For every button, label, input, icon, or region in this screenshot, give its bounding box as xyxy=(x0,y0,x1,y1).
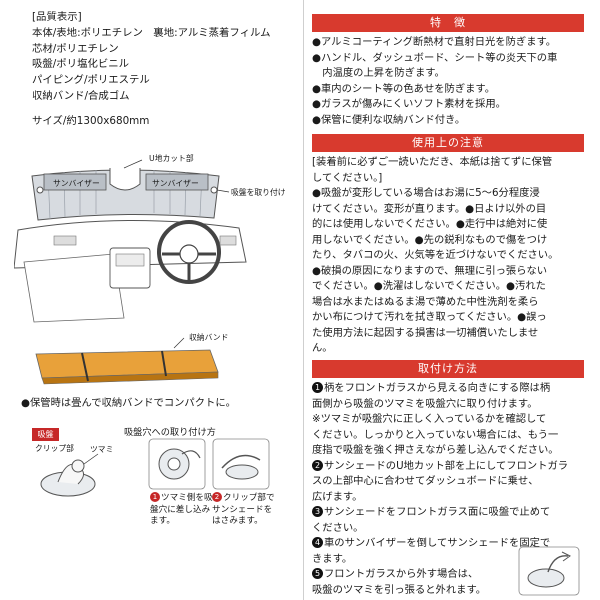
step-number-badge: 4 xyxy=(312,537,323,548)
install-step-text: 広げます。 xyxy=(312,490,363,503)
feature-line: ●アルミコーティング断熱材で直射日光を防ぎます。 xyxy=(312,36,557,48)
feature-line: 内温度の上昇を防ぎます。 xyxy=(312,67,445,79)
install-step-line: 広げます。 xyxy=(312,490,588,506)
install-step-line: きます。 xyxy=(312,552,588,568)
install-header: 取付け方法 xyxy=(312,360,584,378)
car-interior-illustration xyxy=(14,159,247,323)
attach-step-2-line: サンシェードを xyxy=(212,504,273,515)
cautions-header: 使用上の注意 xyxy=(312,134,584,152)
install-step-text: ください。しっかりと入っていない場合には、もう一 xyxy=(312,428,559,441)
install-step-line: 面側から吸盤のツマミを吸盤穴に取り付けます。 xyxy=(312,397,588,413)
step1-illustration xyxy=(148,438,206,490)
feature-line: ●保管に便利な収納バンド付き。 xyxy=(312,113,466,126)
install-step-text: ※ツマミが吸盤穴に正しく入っているかを確認して xyxy=(312,413,547,425)
caution-line: 用しないでください。●先の鋭利なもので傷をつけ xyxy=(312,233,548,246)
spec-line: 芯材/ポリエチレン xyxy=(32,42,119,55)
attach-step-2-line: はさみます。 xyxy=(212,516,263,526)
storage-note: ●保管時は畳んで収納バンドでコンパクトに。 xyxy=(21,397,236,409)
install-step-text: ください。 xyxy=(312,521,364,534)
sun-visor-label-left: サンバイザー xyxy=(53,179,100,188)
install-step-line: ※ツマミが吸盤穴に正しく入っているかを確認して xyxy=(312,412,588,428)
quality-label: [品質表示] 本体/表地:ポリエチレン 裏地:アルミ蒸着フィルム 芯材/ポリエチ… xyxy=(32,10,271,130)
install-step-line: スの上部中心に合わせてダッシュボードに乗せ、 xyxy=(312,474,588,490)
caution-line: かい布につけて汚れを拭き取ってください。●誤っ xyxy=(312,311,547,323)
step-number-badge: 2 xyxy=(312,459,323,471)
caution-line: ●吸盤が変形している場合はお湯に5～6分程度浸 xyxy=(312,187,540,199)
install-step-line: ください。 xyxy=(312,521,588,537)
step-number-badge: 2 xyxy=(212,492,222,502)
attach-step-1-line: ます。 xyxy=(150,516,175,526)
feature-line: ●ハンドル、ダッシュボード、シート等の炎天下の車 xyxy=(312,51,558,64)
install-step-text: サンシェードをフロントガラス面に吸盤で止めて xyxy=(324,506,551,518)
caution-line: でください。●洗濯はしないでください。●汚れた xyxy=(312,280,546,292)
attach-method-title: 吸盤穴への取り付け方 xyxy=(124,427,216,438)
quality-label-header: [品質表示] xyxy=(32,11,82,23)
install-step-text: フロントガラスから外す場合は、 xyxy=(324,568,479,580)
features-list: ●アルミコーティング断熱材で直射日光を防ぎます。 ●ハンドル、ダッシュボード、シ… xyxy=(312,35,588,128)
install-step-text: きます。 xyxy=(312,552,353,565)
install-step-text: 面側から吸盤のツマミを吸盤穴に取り付けます。 xyxy=(312,397,538,410)
install-step-text: サンシェードのU地カット部を上にしてフロントガラ xyxy=(324,459,569,472)
feature-line: ●ガラスが傷みにくいソフト素材を採用。 xyxy=(312,98,506,110)
spec-line: 本体/表地:ポリエチレン 裏地:アルミ蒸着フィルム xyxy=(32,26,271,39)
install-step-text: スの上部中心に合わせてダッシュボードに乗せ、 xyxy=(312,475,539,487)
suction-badge: 吸盤 xyxy=(32,428,59,441)
suction-cup-illustration xyxy=(40,453,99,497)
install-step-text: 車のサンバイザーを倒してサンシェードを固定で xyxy=(324,537,551,549)
u-cutout-label: U地カット部 xyxy=(149,154,194,163)
spec-size: サイズ/約1300x680mm xyxy=(32,114,150,127)
folded-sunshade-illustration xyxy=(35,337,219,385)
sun-visor-label-right: サンバイザー xyxy=(152,179,199,188)
column-divider xyxy=(303,0,304,600)
caution-line: してください。] xyxy=(312,171,383,184)
install-step-line: 吸盤のツマミを引っ張ると外れます。 xyxy=(312,583,588,599)
cautions-text: [装着前に必ずご一読いただき、本紙は捨てずに保管 してください。] ●吸盤が変形… xyxy=(312,155,588,357)
left-column: [品質表示] 本体/表地:ポリエチレン 裏地:アルミ蒸着フィルム 芯材/ポリエチ… xyxy=(14,10,286,528)
step2-illustration xyxy=(212,438,270,490)
install-step-text: 柄をフロントガラスから見える向きにする際は柄 xyxy=(324,382,551,394)
install-step-text: 度指で吸盤を強く押さえながら差し込んでください。 xyxy=(312,444,559,456)
step-number-badge: 1 xyxy=(312,382,323,393)
knob-label: ツマミ xyxy=(90,445,114,454)
feature-line: ●車内のシート等の色あせを防ぎます。 xyxy=(312,82,496,95)
caution-line: 的には使用しないでください。●走行中は絶対に使 xyxy=(312,218,548,230)
step-number-badge: 3 xyxy=(312,506,323,517)
caution-line: [装着前に必ずご一読いただき、本紙は捨てずに保管 xyxy=(312,156,553,168)
caution-line: ん。 xyxy=(312,342,333,354)
spec-line: 収納バンド/合成ゴム xyxy=(32,89,130,102)
spec-line: 吸盤/ポリ塩化ビニル xyxy=(32,58,130,71)
clip-part-label: クリップ部 xyxy=(35,444,74,453)
install-step-text: 吸盤のツマミを引っ張ると外れます。 xyxy=(312,583,487,596)
caution-line: たり、タバコの火、火気等を近づけないでください。 xyxy=(312,249,559,261)
spec-line: パイピング/ポリエステル xyxy=(32,74,150,87)
suction-attach-label: 吸盤を取り付け xyxy=(231,188,286,197)
caution-line: ●破損の原因になりますので、無理に引っ張らない xyxy=(312,264,548,277)
install-step-line: ください。しっかりと入っていない場合には、もう一 xyxy=(312,428,588,444)
step-number-badge: 1 xyxy=(150,492,160,502)
removal-illustration xyxy=(518,546,580,596)
caution-line: けてください。変形が直ります。●日よけ以外の目 xyxy=(312,202,547,215)
install-step-line: 度指で吸盤を強く押さえながら差し込んでください。 xyxy=(312,443,588,459)
attach-step-1-line: 盤穴に差し込み xyxy=(150,504,211,515)
features-header: 特 徴 xyxy=(312,14,584,32)
storage-band-label: 収納バンド xyxy=(189,333,229,342)
caution-line: た使用方法に起因する損害は一切補償いたしませ xyxy=(312,326,539,339)
step-number-badge: 5 xyxy=(312,568,323,579)
right-column: 特 徴 ●アルミコーティング断熱材で直射日光を防ぎます。 ●ハンドル、ダッシュボ… xyxy=(312,0,590,600)
caution-line: 場合は水またはぬるま湯で薄めた中性洗剤を柔ら xyxy=(312,295,539,308)
